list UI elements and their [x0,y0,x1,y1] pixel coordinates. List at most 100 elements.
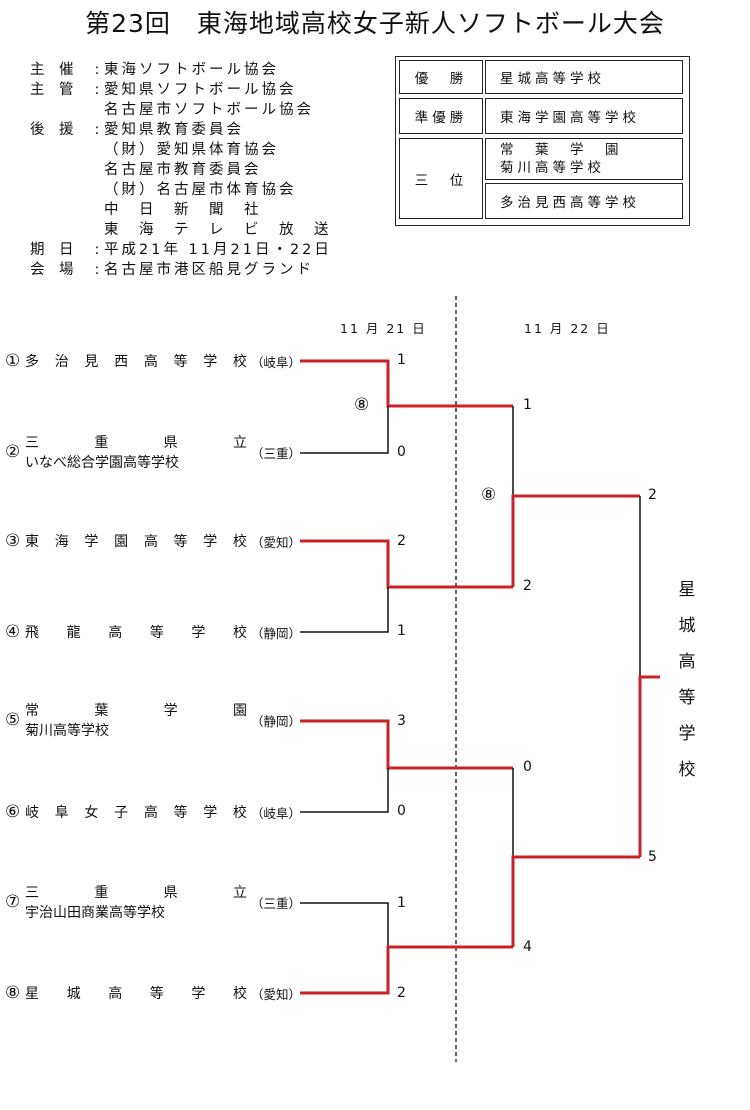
seed-number: ② [5,442,21,462]
team-name-line-1: 三重県立 [25,435,247,451]
seed-number: ⑦ [5,892,21,912]
score: 2 [523,578,532,594]
info-row: 主 催:東海ソフトボール協会 [30,62,279,78]
team-name: 東海学園高等学校 [25,534,247,550]
team-name-line-2: 菊川高等学校 [25,723,109,739]
team-prefecture: （愛知） [251,534,302,550]
seed-number: ③ [5,531,21,551]
third-team-1-line-1: 常 葉 学 園 [500,142,623,158]
team-prefecture: （静岡） [251,713,302,729]
score: 0 [397,803,406,819]
team-entry: ① 多治見西高等学校 （岐阜） [5,351,301,371]
score: 2 [648,487,657,503]
bracket-line [300,359,513,408]
winner-team: 星城高等学校 [485,60,683,94]
score: 1 [397,623,406,639]
score: 1 [397,895,406,911]
team-name: 星城高等学校 [25,986,247,1002]
info-value: 名古屋市ソフトボール協会 [104,102,314,118]
info-key: 会 場 [30,262,74,278]
team-name-line-2: 宇治山田商業高等学校 [25,905,165,921]
info-value: 愛知県教育委員会 [104,122,244,138]
info-value: 愛知県ソフトボール協会 [104,82,297,98]
team-prefecture: （三重） [251,895,302,911]
team-name: 多治見西高等学校 [25,354,247,370]
winner-label: 優 勝 [399,60,483,94]
page-title: 第23回 東海地域高校女子新人ソフトボール大会 [85,9,665,38]
info-key: 期 日 [30,242,74,258]
bracket-line [511,494,640,587]
bracket-line [300,902,389,947]
third-place-team-2: 多治見西高等学校 [485,183,683,219]
seed-number: ① [5,351,21,371]
score: 2 [397,985,406,1001]
info-value: 東 海 テ レ ビ 放 送 [104,222,332,238]
score: 1 [523,397,532,413]
seed-number: ⑥ [5,802,21,822]
seed-number: ④ [5,622,21,642]
team-name: 常葉学園 菊川高等学校 [25,700,247,740]
runner-up-team: 東海学園高等学校 [485,98,683,134]
team-name: 三重県立 宇治山田商業高等学校 [25,882,247,922]
info-row: 主 管:愛知県ソフトボール協会 [30,82,297,98]
info-key: 主 催 [30,62,74,78]
seed-number: ⑤ [5,710,21,730]
champion-name: 星城高等学校 [675,572,699,788]
team-entry: ② 三重県立 いなべ総合学園高等学校 （三重） [5,432,301,472]
info-value: 平成21年 11月21日・22日 [104,242,332,258]
bracket-line [638,675,660,857]
team-entry: ⑥ 岐阜女子高等学校 （岐阜） [5,802,301,822]
info-row: （財）愛知県体育協会 [30,140,332,160]
score: 0 [523,759,532,775]
info-row: 中 日 新 聞 社 [30,200,332,220]
bracket-line [300,945,513,995]
third-place-label: 三 位 [399,138,483,219]
extra-innings-marker: ⑧ [354,395,370,415]
info-key: 主 管 [30,82,74,98]
info-value: 東海ソフトボール協会 [104,62,279,78]
bracket-line [300,587,389,633]
score: 3 [397,713,406,729]
info-row: 名古屋市教育委員会 [30,160,332,180]
team-name: 三重県立 いなべ総合学園高等学校 [25,432,247,472]
team-entry: ⑦ 三重県立 宇治山田商業高等学校 （三重） [5,882,301,922]
info-value: 中 日 新 聞 社 [104,202,262,218]
team-name: 飛龍高等学校 [25,625,247,641]
team-prefecture: （愛知） [251,986,302,1002]
info-value: （財）名古屋市体育協会 [104,182,297,198]
team-prefecture: （岐阜） [251,354,302,370]
info-row: 東 海 テ レ ビ 放 送 [30,220,332,240]
bracket-line [300,539,513,589]
champion-text: 星城高等学校 [678,580,696,780]
team-name: 岐阜女子高等学校 [25,805,247,821]
seed-number: ⑧ [5,983,21,1003]
team-entry: ③ 東海学園高等学校 （愛知） [5,531,301,551]
info-row: 期 日:平成21年 11月21日・22日 [30,242,332,258]
tournament-info: 主 催:東海ソフトボール協会 主 管:愛知県ソフトボール協会 名古屋市ソフトボー… [30,60,332,280]
team-entry: ⑧ 星城高等学校 （愛知） [5,983,301,1003]
score: 4 [523,939,532,955]
score: 5 [648,849,657,865]
team-entry: ⑤ 常葉学園 菊川高等学校 （静岡） [5,700,301,740]
runner-up-label: 準優勝 [399,98,483,134]
bracket-line [300,719,513,770]
team-prefecture: （静岡） [251,625,302,641]
date-day-1: 11 月 21 日 [340,321,427,336]
third-team-1-line-2: 菊川高等学校 [500,160,605,176]
info-value: 名古屋市港区船見グランド [104,262,314,278]
info-key: 後 援 [30,122,74,138]
team-name-line-1: 常葉学園 [25,703,247,719]
team-name-line-2: いなべ総合学園高等学校 [25,455,179,471]
score: 1 [397,352,406,368]
extra-innings-marker: ⑧ [481,485,497,505]
info-row: 後 援:愛知県教育委員会 [30,122,244,138]
results-table: 優 勝 星城高等学校 準優勝 東海学園高等学校 三 位 常 葉 学 園 菊川高等… [395,56,690,226]
info-value: （財）愛知県体育協会 [104,142,279,158]
team-entry: ④ 飛龍高等学校 （静岡） [5,622,301,642]
bracket-line [300,768,389,813]
info-value: 名古屋市教育委員会 [104,162,262,178]
team-name-line-1: 三重県立 [25,885,247,901]
score: 2 [397,533,406,549]
team-prefecture: （岐阜） [251,805,302,821]
